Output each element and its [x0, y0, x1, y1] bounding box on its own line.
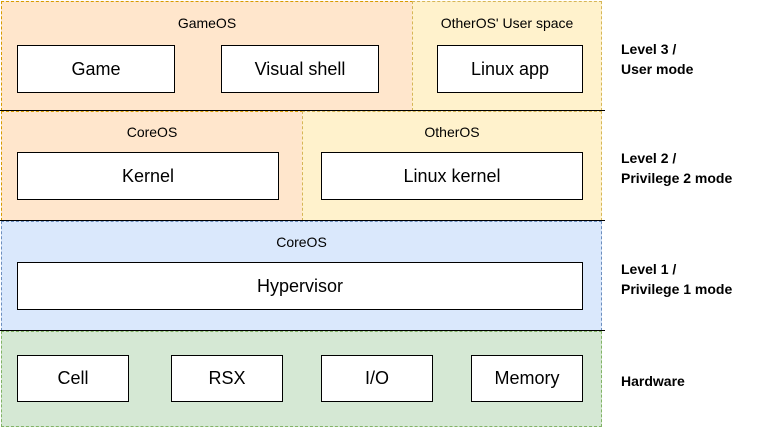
- cell-box: Cell: [17, 355, 129, 402]
- level3-label: Level 3 / User mode: [621, 39, 693, 79]
- coreos-hypervisor-title: CoreOS: [276, 234, 327, 250]
- rsx-box: RSX: [171, 355, 283, 402]
- level2-label: Level 2 / Privilege 2 mode: [621, 148, 732, 188]
- hardware-label-line1: Hardware: [621, 373, 685, 389]
- visual-shell-box: Visual shell: [221, 45, 379, 93]
- level1-label-line1: Level 1 /: [621, 261, 677, 277]
- linux-kernel-box: Linux kernel: [321, 152, 583, 200]
- hypervisor-box: Hypervisor: [17, 262, 583, 310]
- separator-line-level3: [0, 110, 605, 111]
- level2-label-line2: Privilege 2 mode: [621, 170, 733, 186]
- gameos-title: GameOS: [177, 15, 237, 31]
- hardware-label: Hardware: [621, 371, 685, 391]
- separator-line-level2: [0, 220, 605, 221]
- level1-label: Level 1 / Privilege 1 mode: [621, 259, 732, 299]
- game-box: Game: [17, 45, 175, 93]
- level3-label-line2: User mode: [621, 61, 694, 77]
- level3-label-line1: Level 3 /: [621, 41, 677, 57]
- io-box: I/O: [321, 355, 433, 402]
- kernel-box: Kernel: [17, 152, 279, 200]
- level1-label-line2: Privilege 1 mode: [621, 281, 733, 297]
- separator-line-level1: [0, 330, 605, 331]
- level2-label-line1: Level 2 /: [621, 150, 677, 166]
- linux-app-box: Linux app: [437, 45, 583, 93]
- memory-box: Memory: [471, 355, 583, 402]
- otheros-title: OtherOS: [424, 124, 480, 140]
- coreos-kernel-title: CoreOS: [126, 124, 178, 140]
- otheros-user-space-title: OtherOS' User space: [440, 15, 574, 31]
